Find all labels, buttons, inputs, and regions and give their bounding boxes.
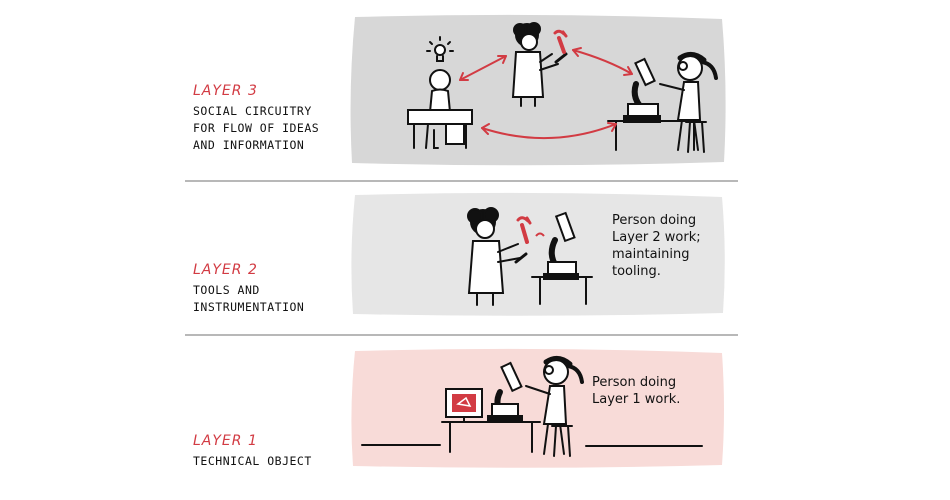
layer1-workstation [361, 356, 703, 457]
layer3-label: LAYER 3 SOCIAL CIRCUITRY FOR FLOW OF IDE… [193, 83, 319, 154]
wrench-icon [553, 29, 568, 54]
microscope-icon [623, 57, 661, 123]
divider-layer2-layer1 [185, 334, 738, 336]
layer2-description: TOOLS AND INSTRUMENTATION [193, 283, 305, 314]
layer2-panel [351, 192, 725, 316]
layer2-title: LAYER 2 [193, 262, 258, 278]
divider-layer3-layer2 [185, 180, 738, 182]
layer2-tool-person [467, 207, 528, 306]
monitor-icon [445, 388, 483, 423]
layer2-label: LAYER 2 TOOLS AND INSTRUMENTATION [193, 262, 304, 316]
layer1-title: LAYER 1 [193, 433, 258, 449]
lightbulb-icon [426, 36, 454, 62]
stool-icon [551, 425, 573, 457]
desk-icon [407, 109, 473, 149]
layer1-panel [351, 348, 724, 468]
layer3-description: SOCIAL CIRCUITRY FOR FLOW OF IDEAS AND I… [193, 104, 320, 152]
layer2-microscope-station [531, 211, 593, 305]
microscope-icon [487, 361, 523, 422]
layer3-title: LAYER 3 [193, 83, 258, 99]
wrench-icon [516, 216, 545, 244]
layer1-label: LAYER 1 TECHNICAL OBJECT [193, 433, 312, 470]
layer3-tool-person [511, 22, 568, 107]
layer1-description: TECHNICAL OBJECT [193, 454, 312, 468]
stool-icon [685, 121, 707, 153]
layer3-idea-person [407, 36, 473, 149]
layer2-caption: Person doing Layer 2 work; maintaining t… [612, 213, 701, 279]
layer3-connection-arrows [459, 47, 633, 139]
layer3-scientist [607, 52, 718, 153]
layer1-caption: Person doing Layer 1 work. [592, 375, 681, 407]
